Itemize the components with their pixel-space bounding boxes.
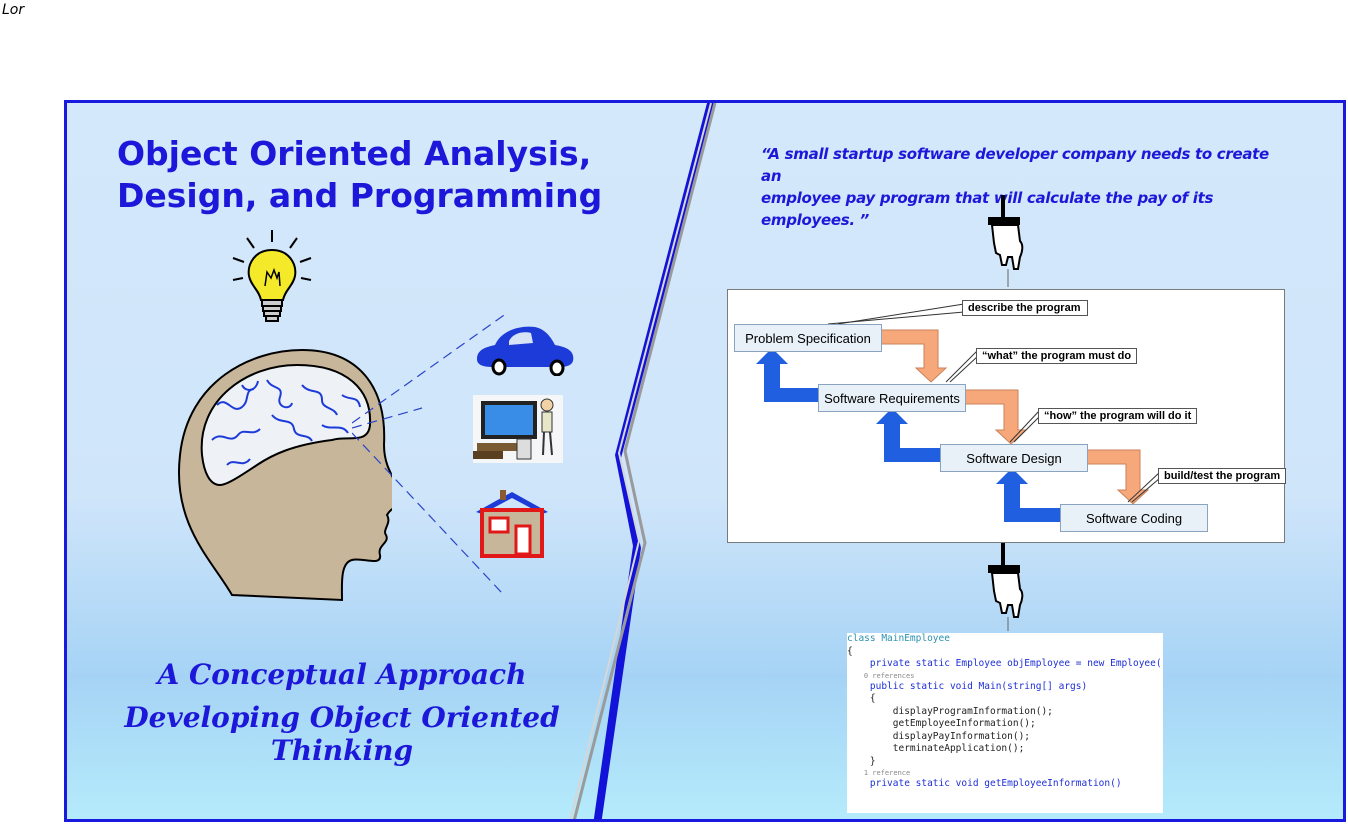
code-line: 0 references (847, 671, 915, 680)
problem-quote: “A small startup software developer comp… (761, 143, 1281, 231)
diagram-arrows (756, 303, 1161, 522)
title-line-2: Design, and Programming (117, 176, 603, 215)
sdlc-diagram: Problem Specification Software Requireme… (727, 289, 1287, 543)
code-snippet: class MainEmployee { private static Empl… (847, 633, 1163, 813)
book-cover: Object Oriented Analysis, Design, and Pr… (64, 100, 1346, 822)
code-line: public static void Main(string[] args) (847, 680, 1088, 692)
head-with-brain-icon (177, 348, 392, 602)
code-line: terminateApplication(); (847, 743, 1025, 754)
code-line: class MainEmployee (847, 633, 950, 644)
computer-person-icon (473, 395, 563, 463)
pointing-hand-icon (988, 543, 1024, 631)
callout-build: build/test the program (1158, 468, 1287, 484)
code-line: displayPayInformation(); (847, 730, 1031, 742)
code-line: 1 reference (847, 769, 911, 777)
house-icon (476, 490, 548, 558)
step-software-design: Software Design (940, 444, 1088, 472)
code-line: private static Employee objEmployee = ne… (847, 658, 1163, 669)
quote-line-1: “A small startup software developer comp… (761, 145, 1269, 185)
subtitle-line-2: Developing Object Oriented Thinking (124, 701, 560, 767)
code-line: { (847, 693, 876, 704)
code-line: displayProgramInformation(); (847, 705, 1053, 717)
corner-text: Lor (2, 2, 25, 18)
code-line: getEmployeeInformation(); (847, 718, 1036, 729)
code-line: { (847, 645, 853, 657)
light-bulb-icon (232, 230, 312, 322)
quote-line-2: employee pay program that will calculate… (761, 189, 1214, 229)
sight-lines (352, 313, 508, 594)
callout-what: “what” the program must do (976, 348, 1138, 364)
code-line: } (847, 755, 876, 767)
page-title: Object Oriented Analysis, Design, and Pr… (117, 133, 602, 217)
split-divider (569, 103, 717, 819)
title-line-1: Object Oriented Analysis, (117, 134, 592, 173)
callout-how: “how” the program will do it (1038, 408, 1198, 424)
step-software-requirements: Software Requirements (818, 384, 966, 412)
code-line: private static void getEmployeeInformati… (847, 778, 1122, 789)
callout-describe: describe the program (962, 300, 1088, 316)
pointing-hand-icon (988, 195, 1024, 287)
subtitle-line-1: A Conceptual Approach (157, 658, 527, 691)
step-software-coding: Software Coding (1060, 504, 1208, 532)
car-icon (477, 326, 574, 376)
step-problem-specification: Problem Specification (734, 324, 882, 352)
